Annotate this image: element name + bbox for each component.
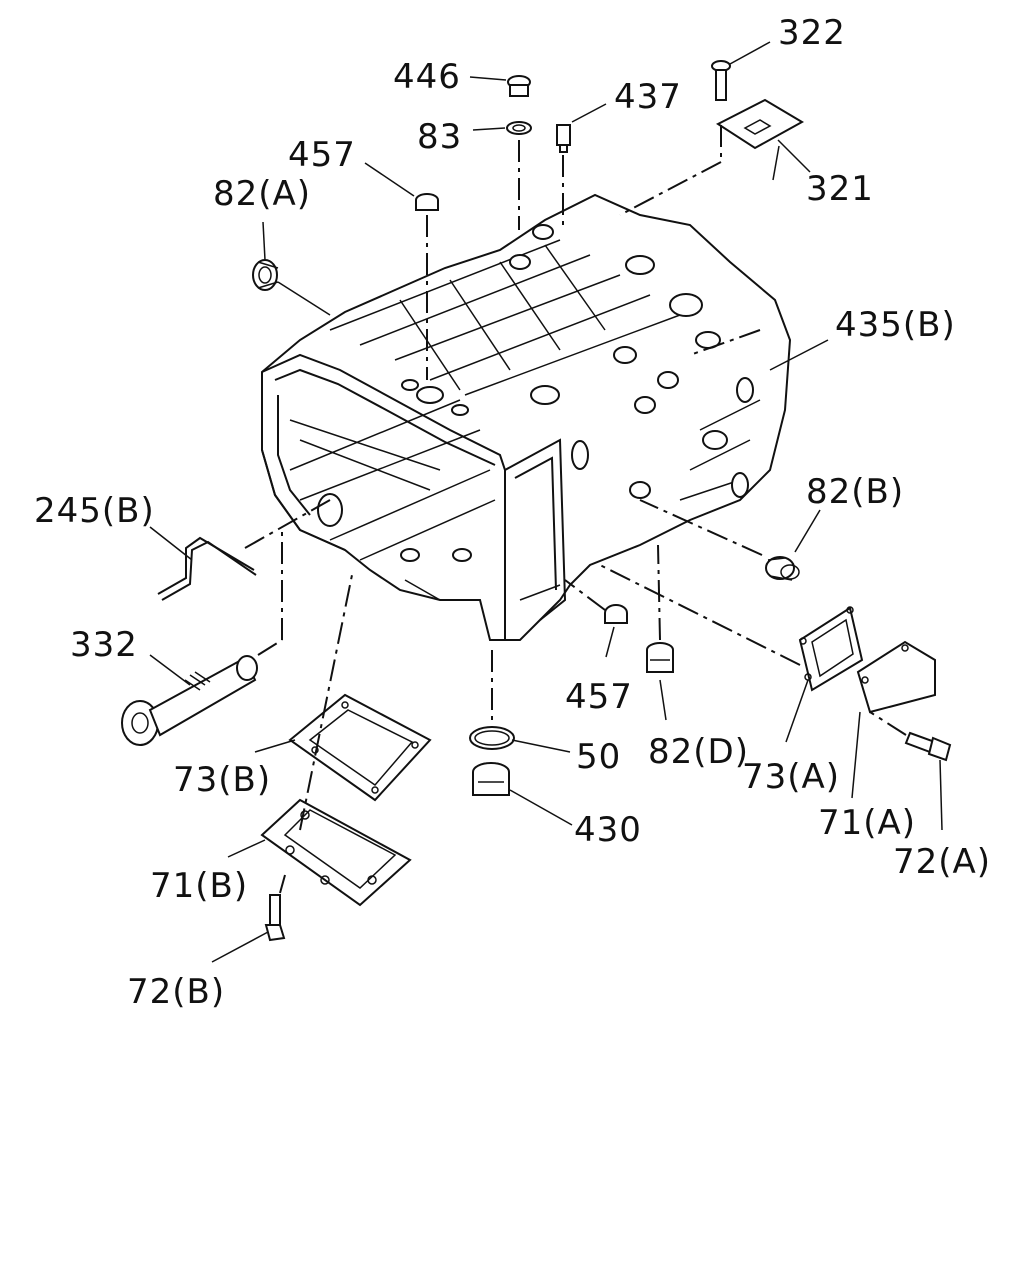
transmission-case	[261, 193, 792, 641]
label-83: 83	[417, 117, 462, 157]
part-82a-plug	[252, 221, 331, 316]
label-82a: 82(A)	[213, 174, 311, 214]
label-72b: 72(B)	[127, 972, 225, 1012]
part-82d-plug	[646, 544, 674, 721]
part-457-cap-top	[364, 162, 439, 380]
axis-435b	[689, 329, 761, 356]
part-71b-cover	[227, 574, 412, 907]
label-50: 50	[576, 737, 621, 777]
part-446-plug	[469, 75, 531, 97]
part-72a-bolt	[869, 711, 952, 831]
leader-321	[772, 145, 780, 181]
label-437: 437	[614, 77, 682, 117]
part-82b-plug	[639, 499, 821, 581]
part-245b-rod	[149, 499, 331, 601]
part-332-shaft	[121, 530, 283, 746]
callout-labels: 322 446 437 83 457 82(A) 321 435(B) 245(…	[34, 13, 991, 1012]
part-72b-bolt	[211, 874, 286, 963]
label-332: 332	[70, 625, 138, 665]
part-322-pin	[711, 41, 771, 101]
part-50-o-ring	[469, 650, 571, 753]
label-82d: 82(D)	[648, 732, 749, 772]
label-457-bottom: 457	[565, 677, 633, 717]
label-430: 430	[574, 810, 642, 850]
label-72a: 72(A)	[893, 842, 991, 882]
label-71a: 71(A)	[818, 803, 916, 843]
part-73b-gasket	[254, 693, 432, 802]
label-446: 446	[393, 57, 461, 97]
label-457-top: 457	[288, 135, 356, 175]
part-83-washer	[472, 121, 532, 230]
part-321-plate	[619, 98, 811, 216]
part-430-plug	[472, 762, 573, 826]
label-245b: 245(B)	[34, 491, 155, 531]
part-71a-cover	[851, 640, 936, 799]
label-435b: 435(B)	[835, 305, 956, 345]
part-73a-gasket	[599, 564, 864, 743]
label-322: 322	[778, 13, 846, 53]
label-82b: 82(B)	[806, 472, 904, 512]
part-437-switch	[556, 103, 607, 230]
leader-435b	[769, 339, 829, 371]
label-321: 321	[806, 169, 874, 209]
label-73b: 73(B)	[173, 760, 271, 800]
label-73a: 73(A)	[742, 757, 840, 797]
label-71b: 71(B)	[150, 866, 248, 906]
part-457-cap-bottom	[564, 579, 628, 658]
